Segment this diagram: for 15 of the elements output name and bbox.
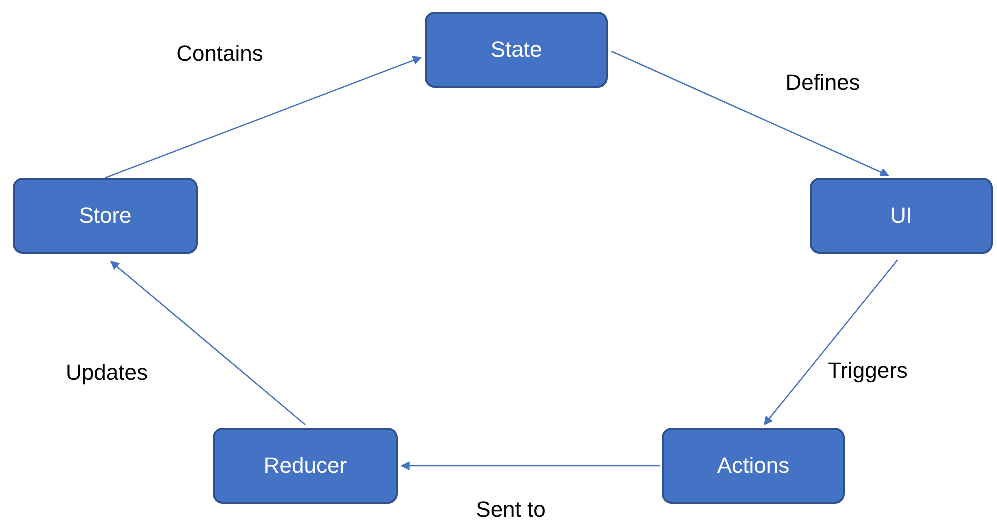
box-label: UI bbox=[890, 203, 912, 229]
arrow bbox=[110, 261, 306, 426]
process-box bbox=[213, 428, 398, 504]
box-label: State bbox=[490, 37, 542, 63]
arrow bbox=[105, 56, 422, 179]
arrow bbox=[611, 50, 890, 177]
process-box bbox=[810, 178, 993, 254]
arrow bbox=[764, 260, 898, 426]
process-box bbox=[13, 178, 198, 254]
arrow bbox=[400, 462, 660, 470]
box-label: Actions bbox=[717, 453, 790, 479]
box-label: Reducer bbox=[264, 453, 348, 479]
process-box bbox=[662, 428, 845, 504]
process-box bbox=[425, 12, 608, 88]
box-label: Store bbox=[79, 203, 132, 229]
